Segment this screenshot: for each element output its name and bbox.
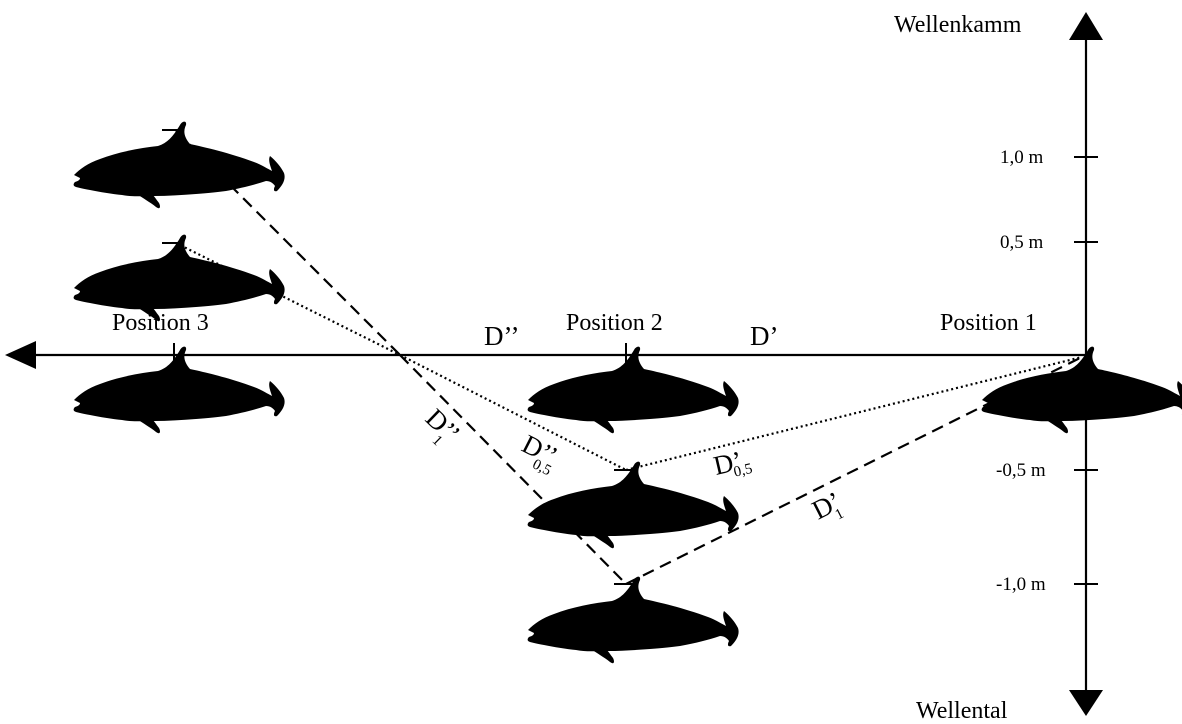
distance-d05-prime-label: D’ 0,5: [711, 445, 754, 481]
dashed-line: [175, 130, 401, 356]
vertical-axis-up-arrow-icon: [1069, 12, 1103, 40]
svg-text:0,5: 0,5: [530, 456, 554, 479]
svg-text:D’’: D’’: [420, 403, 466, 449]
dolphin-icon: [73, 346, 285, 434]
tick-label: -1,0 m: [996, 574, 1046, 595]
dotted-line: [625, 355, 1083, 472]
horizontal-axis-arrow-icon: [5, 341, 36, 369]
tick-label: 0,5 m: [1000, 232, 1044, 253]
wave-crest-label: Wellenkamm: [894, 12, 1022, 38]
dolphin-icon: [527, 461, 739, 549]
position-1-label: Position 1: [940, 310, 1037, 336]
tick-label: -0,5 m: [996, 460, 1046, 481]
distance-d1-double-prime-label: D’’ 1: [420, 403, 466, 449]
distance-d1-prime-label: D’ 1: [807, 486, 847, 526]
dolphin-icon: [527, 346, 739, 434]
dolphin-icon: [527, 576, 739, 664]
axis-ticks: 1,0 m 0,5 m -0,5 m -1,0 m: [996, 147, 1098, 595]
wave-trough-label: Wellental: [916, 698, 1008, 724]
position-3-label: Position 3: [112, 310, 209, 336]
distance-d05-double-prime-label: D’’ 0,5: [517, 429, 562, 480]
dashed-line: [399, 354, 627, 585]
dotted-path-05m: [175, 242, 1083, 472]
svg-text:0,5: 0,5: [732, 461, 754, 481]
dotted-line: [175, 242, 401, 356]
distance-d-prime-label: D’: [750, 321, 779, 351]
dolphin-icon: [981, 346, 1182, 434]
dashed-path-1m: [175, 130, 1083, 585]
svg-text:D’: D’: [711, 445, 746, 481]
distance-d-double-prime-label: D’’: [484, 321, 519, 351]
vertical-axis-down-arrow-icon: [1069, 690, 1103, 716]
position-2-label: Position 2: [566, 310, 663, 336]
tick-label: 1,0 m: [1000, 147, 1044, 168]
dolphin-icon: [73, 234, 285, 322]
fin-marks: [162, 129, 1086, 585]
dotted-line: [399, 354, 627, 471]
svg-text:1: 1: [833, 506, 847, 524]
dashed-line: [625, 356, 1083, 585]
